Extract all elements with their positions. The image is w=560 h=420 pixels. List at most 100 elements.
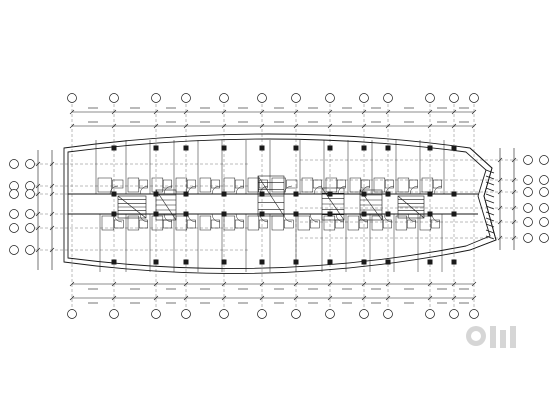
- axis-marker-right: [523, 233, 533, 243]
- door-swing: [109, 185, 119, 195]
- column: [361, 191, 367, 197]
- axis-marker-bottom: [469, 309, 479, 319]
- room-bathroom: [175, 215, 188, 231]
- room-fixture: [234, 179, 244, 189]
- column: [451, 211, 457, 217]
- column: [259, 145, 265, 151]
- curtain-wall-hatch: [485, 223, 495, 228]
- room-bathroom: [223, 215, 236, 231]
- column: [451, 259, 457, 265]
- door-swing: [433, 185, 443, 195]
- core-diagonal: [257, 175, 285, 217]
- axis-marker-top: [325, 93, 335, 103]
- room-bathroom: [323, 215, 336, 231]
- door-swing: [187, 213, 197, 223]
- room-bathroom: [301, 177, 314, 193]
- dim-tick: [361, 295, 367, 301]
- room-partitions: [95, 140, 445, 272]
- room-bathroom: [347, 215, 360, 231]
- room-fixture: [384, 179, 394, 189]
- curtain-wall-right: [469, 147, 497, 251]
- column: [221, 259, 227, 265]
- axis-marker-left-inner: [25, 189, 35, 199]
- curtain-wall-hatch: [485, 199, 495, 204]
- room-fixture: [210, 219, 220, 229]
- dim-tick: [511, 205, 517, 211]
- room-bathroom: [175, 177, 188, 193]
- dim-tick: [511, 219, 517, 225]
- room-fixture: [258, 219, 268, 229]
- room-fixture: [360, 179, 370, 189]
- room-fixture: [382, 219, 392, 229]
- curtain-wall-hatch: [485, 229, 495, 234]
- door-swing: [431, 213, 441, 223]
- column: [183, 211, 189, 217]
- axis-marker-right: [523, 187, 533, 197]
- axis-marker-right-outer: [539, 233, 549, 243]
- building-outline: [63, 133, 497, 274]
- curtain-wall-hatch: [485, 193, 495, 198]
- door-swing: [139, 213, 149, 223]
- column: [451, 145, 457, 151]
- axis-marker-bottom: [325, 309, 335, 319]
- room-fixture: [258, 179, 268, 189]
- axis-marker-top: [257, 93, 267, 103]
- axis-marker-top: [291, 93, 301, 103]
- room-fixture: [358, 219, 368, 229]
- column: [153, 259, 159, 265]
- room-fixture: [286, 179, 298, 189]
- core-diagonal: [155, 189, 177, 221]
- axis-marker-bottom: [291, 309, 301, 319]
- door-swing: [313, 185, 323, 195]
- column: [111, 191, 117, 197]
- column: [221, 191, 227, 197]
- core-diagonal: [117, 195, 147, 219]
- dim-tick: [69, 295, 75, 301]
- axis-marker-bottom: [383, 309, 393, 319]
- room-fixture: [186, 219, 196, 229]
- dim-tick: [221, 295, 227, 301]
- axis-marker-top: [181, 93, 191, 103]
- dim-tick: [111, 295, 117, 301]
- room-bathroom: [271, 177, 286, 193]
- dim-tick: [471, 295, 477, 301]
- column: [361, 211, 367, 217]
- inner-wall: [67, 138, 491, 269]
- column: [153, 191, 159, 197]
- room-bathroom: [199, 215, 212, 231]
- axis-marker-top: [109, 93, 119, 103]
- dim-tick: [511, 235, 517, 241]
- dim-tick: [427, 295, 433, 301]
- dim-tick: [259, 295, 265, 301]
- column: [327, 145, 333, 151]
- room-bathroom: [271, 215, 284, 231]
- room-bathroom: [247, 215, 260, 231]
- room-fixture: [186, 179, 196, 189]
- axis-marker-right: [523, 155, 533, 165]
- axis-marker-top: [67, 93, 77, 103]
- column: [183, 259, 189, 265]
- curtain-wall-hatch: [485, 187, 495, 192]
- room-fixture: [334, 219, 344, 229]
- axis-marker-left: [9, 189, 19, 199]
- axis-marker-bottom: [359, 309, 369, 319]
- column: [361, 145, 367, 151]
- room-bathroom: [373, 177, 386, 193]
- structural-columns: [111, 145, 457, 265]
- axis-marker-bottom: [425, 309, 435, 319]
- room-bathroom: [101, 215, 114, 231]
- axis-marker-left-inner: [25, 159, 35, 169]
- axis-marker-left: [9, 223, 19, 233]
- column: [293, 211, 299, 217]
- curtain-wall-hatch: [485, 205, 495, 210]
- column: [451, 191, 457, 197]
- door-swing: [283, 213, 293, 223]
- dim-tick: [451, 295, 457, 301]
- axis-marker-bottom: [257, 309, 267, 319]
- curtain-wall-hatch: [485, 211, 495, 216]
- door-swing: [309, 213, 319, 223]
- room-fixture: [162, 179, 172, 189]
- axis-marker-top: [219, 93, 229, 103]
- room-bathroom: [297, 215, 310, 231]
- logo-watermark-icon: [462, 318, 526, 354]
